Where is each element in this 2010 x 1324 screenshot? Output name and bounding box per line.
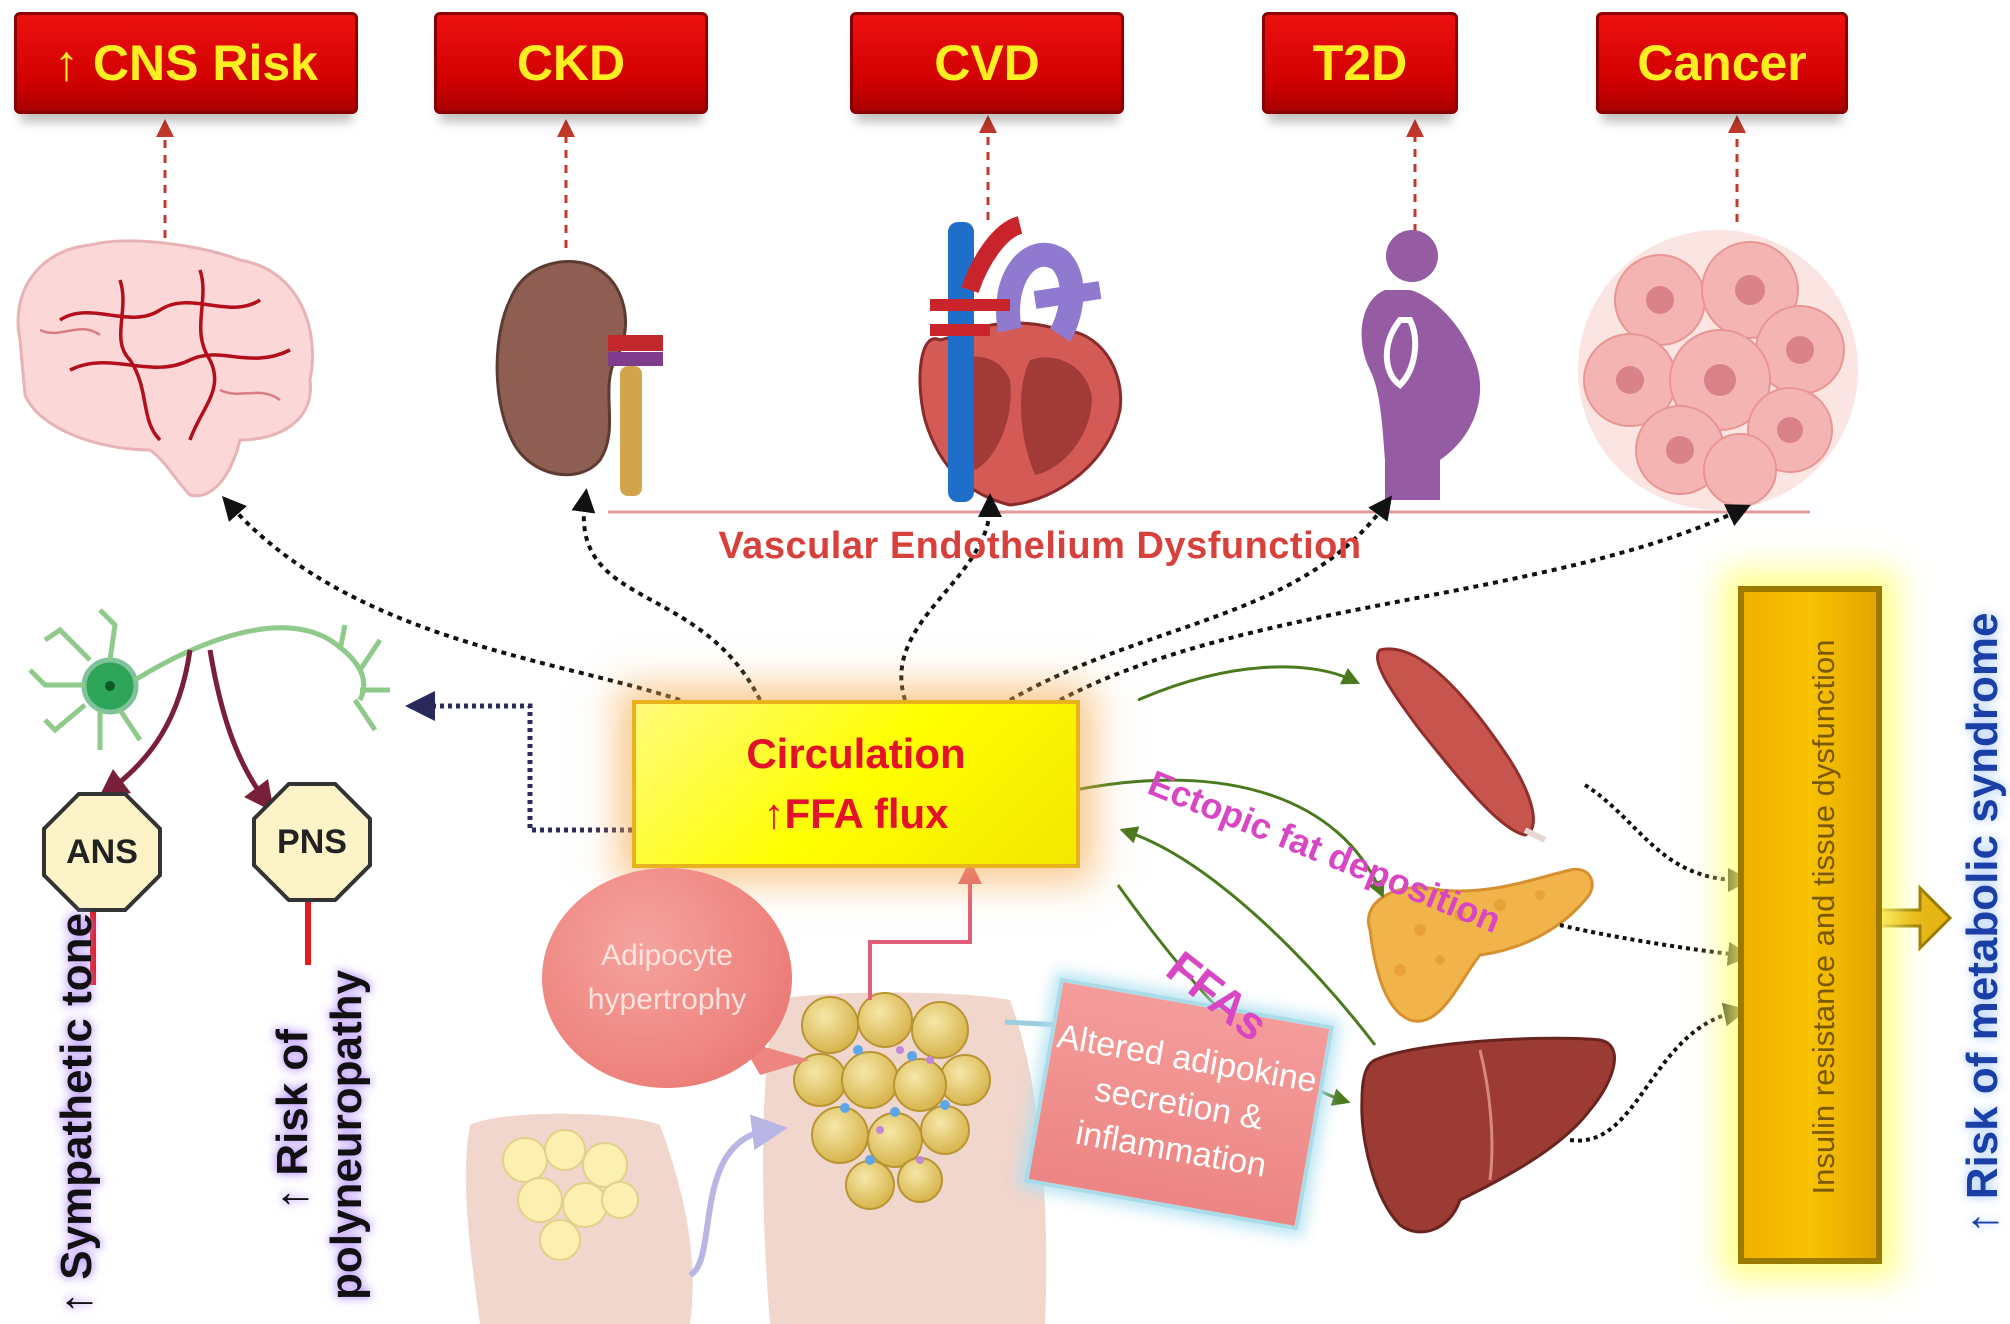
disease-label: CKD	[516, 35, 626, 91]
muscle-icon	[1375, 647, 1547, 843]
adipocyte-line2: hypertrophy	[587, 983, 747, 1016]
ans-node: ANS	[46, 796, 158, 908]
disease-label: T2D	[1312, 35, 1408, 91]
kidney-icon	[495, 260, 663, 496]
ffa-box-line1: Circulation	[746, 730, 966, 777]
heart-icon	[918, 216, 1123, 507]
sympathetic-tone-label: ↑ Sympathetic tone	[52, 913, 101, 1314]
adipose-tissue-icon	[465, 992, 1047, 1324]
liver-icon	[1360, 1036, 1616, 1234]
disease-box-cancer: Cancer	[1596, 12, 1848, 114]
pancreas-icon	[1366, 867, 1594, 1023]
pns-node: PNS	[256, 786, 368, 898]
polyneuropathy-line1: ↑ Risk of	[268, 1029, 317, 1210]
pns-label: PNS	[277, 822, 347, 861]
adipocyte-line1: Adipocyte	[601, 939, 733, 972]
cancer-cells-icon	[1578, 230, 1858, 510]
disease-box-t2d: T2D	[1262, 12, 1458, 114]
neuron-arrow	[405, 691, 632, 833]
disease-arrows	[156, 115, 1746, 248]
disease-box-ckd: CKD	[434, 12, 708, 114]
ffa-box-line2: ↑FFA flux	[763, 790, 949, 837]
disease-box-cns: ↑ CNS Risk	[14, 12, 358, 114]
insulin-resistance-label: Insulin resistance and tissue dysfunctio…	[1806, 639, 1841, 1195]
organ-arrows	[222, 488, 1751, 702]
insulin-resistance-bar	[1738, 586, 1882, 1264]
polyneuropathy-line2: polyneuropathy	[322, 969, 371, 1300]
syndrome-arrow	[1878, 884, 1953, 952]
ans-label: ANS	[66, 832, 138, 871]
brain-icon	[16, 239, 314, 498]
ffa-flux-box: Circulation ↑FFA flux	[632, 700, 1080, 868]
neuron-icon	[28, 608, 390, 750]
vascular-label: Vascular Endothelium Dysfunction	[718, 525, 1362, 567]
disease-label: Cancer	[1637, 35, 1807, 91]
disease-box-cvd: CVD	[850, 12, 1124, 114]
body-silhouette-icon	[1361, 230, 1481, 500]
metabolic-syndrome-label: ↑ Risk of metabolic syndrome	[1958, 612, 2007, 1234]
adipocyte-hypertrophy-bubble: Adipocyte hypertrophy	[542, 868, 792, 1088]
disease-label: ↑ CNS Risk	[54, 35, 318, 91]
disease-label: CVD	[934, 35, 1040, 91]
